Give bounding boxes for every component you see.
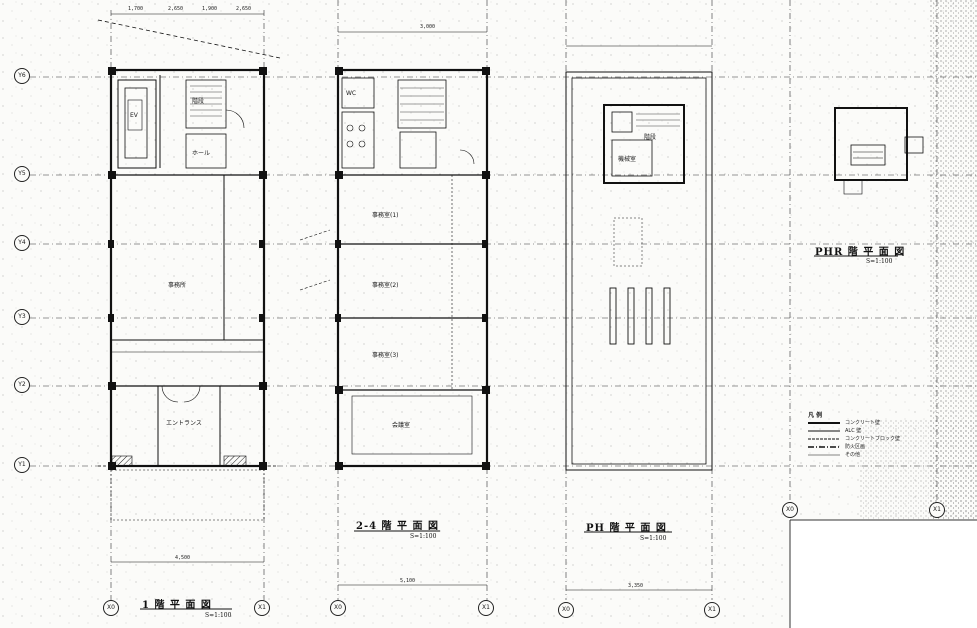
title-typical: 2-4 階 平 面 図 bbox=[356, 521, 439, 532]
grid-marker-col: X0 bbox=[330, 600, 346, 616]
room-label: EV bbox=[130, 112, 138, 119]
plan-1f bbox=[97, 19, 281, 521]
title-underlines bbox=[140, 255, 898, 610]
scan-noise-corner bbox=[860, 420, 977, 520]
room-label: 事務室(2) bbox=[372, 282, 399, 289]
legend-swatches bbox=[808, 422, 840, 456]
dimension-text: 4,500 bbox=[175, 555, 191, 561]
grid-marker-row: Y5 bbox=[14, 166, 30, 182]
room-label: 階段 bbox=[192, 98, 205, 105]
legend-item: その他 bbox=[845, 452, 861, 458]
grid-marker-col: X1 bbox=[254, 600, 270, 616]
room-label: ホール bbox=[192, 150, 211, 157]
room-label: WC bbox=[346, 90, 357, 97]
title-phr: PHR 階 平 面 図 bbox=[815, 247, 906, 258]
columns-typical bbox=[335, 67, 490, 470]
plan-typical bbox=[299, 68, 489, 468]
grid-marker-col: X1 bbox=[929, 502, 945, 518]
room-label: エントランス bbox=[166, 420, 202, 427]
dimension-text: 1,700 bbox=[128, 6, 144, 12]
dimension-text: 3,350 bbox=[628, 583, 644, 589]
scale-1f: S=1:100 bbox=[205, 612, 232, 619]
plan-ph bbox=[565, 71, 713, 471]
room-label: 階段 bbox=[644, 134, 657, 141]
grid-marker-col: X0 bbox=[782, 502, 798, 518]
title-1f: 1 階 平 面 図 bbox=[142, 600, 212, 611]
room-label: 事務室(3) bbox=[372, 352, 399, 359]
grid-marker-col: X0 bbox=[103, 600, 119, 616]
grid-marker-row: Y2 bbox=[14, 377, 30, 393]
grid-marker-col: X0 bbox=[558, 602, 574, 618]
dimension-text: 5,100 bbox=[400, 578, 416, 584]
grid-marker-col: X1 bbox=[704, 602, 720, 618]
legend-item: コンクリート壁 bbox=[845, 420, 881, 426]
scale-phr: S=1:100 bbox=[866, 258, 893, 265]
dimension-lines bbox=[111, 13, 712, 591]
room-label: 事務所 bbox=[168, 282, 187, 289]
scale-ph: S=1:100 bbox=[640, 535, 667, 542]
dimension-text: 2,650 bbox=[168, 6, 184, 12]
dimension-text: 3,000 bbox=[420, 24, 436, 30]
legend-item: ALC 壁 bbox=[845, 428, 862, 434]
room-label: 事務室(1) bbox=[372, 212, 399, 219]
dimension-text: 1,900 bbox=[202, 6, 218, 12]
grid-marker-row: Y6 bbox=[14, 68, 30, 84]
plan-phr bbox=[834, 107, 924, 195]
title-ph: PH 階 平 面 図 bbox=[586, 523, 667, 534]
dimension-text: 2,650 bbox=[236, 6, 252, 12]
grid-marker-row: Y4 bbox=[14, 235, 30, 251]
scale-typical: S=1:100 bbox=[410, 533, 437, 540]
grid-marker-row: Y1 bbox=[14, 457, 30, 473]
legend-item: コンクリートブロック壁 bbox=[845, 436, 901, 442]
grid-marker-col: X1 bbox=[478, 600, 494, 616]
blank-corner bbox=[790, 520, 977, 628]
legend-title: 凡 例 bbox=[808, 412, 823, 419]
legend-item: 防火区画 bbox=[845, 444, 866, 450]
room-label: 機械室 bbox=[618, 156, 637, 163]
grid-marker-row: Y3 bbox=[14, 309, 30, 325]
room-label: 会議室 bbox=[392, 422, 411, 429]
